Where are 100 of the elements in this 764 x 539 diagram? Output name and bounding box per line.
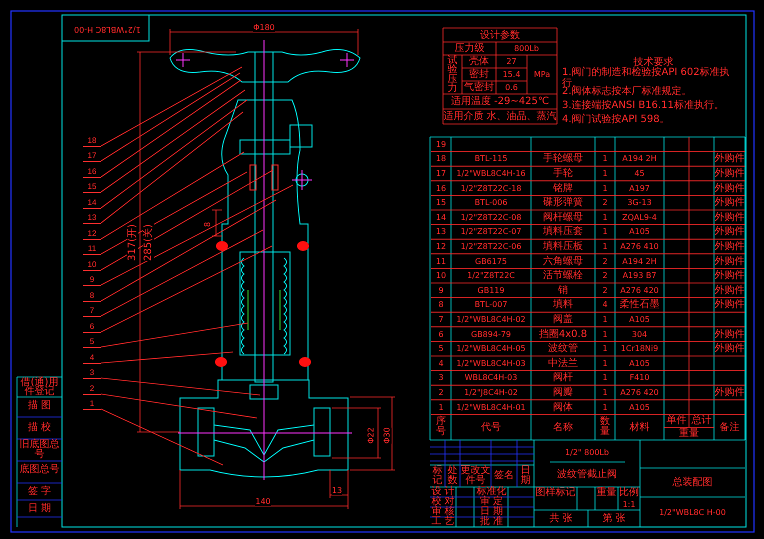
callout-number: 2 <box>83 384 101 395</box>
part-quantity: 1 <box>602 388 608 397</box>
table-heading: 借(通)用件登记 <box>20 378 60 396</box>
part-quantity: 1 <box>602 373 608 382</box>
dimension-text: 8 <box>204 221 212 227</box>
part-quantity: 2 <box>602 198 608 208</box>
part-number: 9 <box>438 286 444 295</box>
part-name: 阀瓣 <box>553 386 573 398</box>
parameter-value: 27 <box>506 57 517 66</box>
part-code: 1/2"WBL8C4H-16 <box>456 168 526 178</box>
part-quantity: 2 <box>602 286 608 295</box>
part-quantity: 1 <box>602 402 608 412</box>
parameter-text: 适用介质 水、油品、蒸汽 <box>443 111 557 122</box>
part-material: 45 <box>634 168 645 178</box>
part-remark: 外购件 <box>714 240 744 252</box>
drawing-number: 1/2"WBL8C H-00 <box>659 508 726 516</box>
leader-line <box>100 200 276 302</box>
title-block-text: 标记 <box>432 466 444 486</box>
part-number: 11 <box>436 256 446 266</box>
callout-number: 8 <box>83 291 101 302</box>
part-name: 铭牌 <box>553 182 573 194</box>
part-quantity: 1 <box>602 184 608 193</box>
part-material: A105 <box>629 314 650 324</box>
part-remark: 外购件 <box>714 270 744 282</box>
part-material: A194 2H <box>622 154 657 164</box>
table-row-label: 旧底图总号 <box>18 440 60 460</box>
callout-number: 17 <box>83 151 101 162</box>
title-block-text: 标准化 <box>476 487 506 497</box>
notes-heading: 技术要求 <box>634 57 674 68</box>
column-header: 材料 <box>630 422 650 433</box>
part-material: A276 410 <box>620 242 659 251</box>
dimension-text: 317(开) <box>126 224 138 260</box>
part-name: 阀杆 <box>553 372 573 384</box>
callout-number: 14 <box>83 198 101 209</box>
part-code: 1/2"Z8T22C-08 <box>460 212 522 222</box>
dimension-text: Φ22 <box>366 426 376 444</box>
part-material: F410 <box>630 373 650 382</box>
part-quantity: 2 <box>602 256 608 266</box>
callout-number: 4 <box>83 353 101 364</box>
callout-number: 16 <box>83 167 101 178</box>
part-code: 1/2"Z8T22C-07 <box>460 227 522 236</box>
part-code: 1/2"WBL8C4H-02 <box>456 314 526 324</box>
column-header: 序号 <box>436 417 446 438</box>
part-material: 柔性石墨 <box>620 299 660 310</box>
callout-number: 9 <box>83 275 101 286</box>
title-block-text: 工 艺 <box>431 517 455 527</box>
part-code: BTL-007 <box>474 300 508 310</box>
parameter-name: 壳体 <box>469 56 489 67</box>
part-remark: 外购件 <box>714 182 744 194</box>
part-number: 16 <box>436 184 446 193</box>
part-code: 1/2"J8C4H-02 <box>464 388 518 397</box>
part-number: 15 <box>436 198 446 208</box>
part-remark: 外购件 <box>714 197 744 208</box>
part-material: A276 420 <box>620 286 659 295</box>
title-block-text: 日 期 <box>480 507 504 517</box>
part-remark: 外购件 <box>714 343 744 354</box>
part-remark: 外购件 <box>714 256 744 267</box>
parameter-name: 密封 <box>469 69 489 80</box>
part-name: 填料 <box>553 299 573 310</box>
parameter-name: 气密封 <box>464 82 494 93</box>
part-name: 中法兰 <box>548 358 578 369</box>
callout-number: 5 <box>83 337 101 348</box>
part-remark: 外购件 <box>714 299 744 310</box>
note-text: 3.连接端按ANSI B16.11标准执行。 <box>562 100 724 111</box>
title-block-text: 审 核 <box>431 507 455 517</box>
part-material: 1Cr18Ni9 <box>620 344 658 354</box>
part-code: GB894-79 <box>470 330 512 339</box>
drawing-title: 总装配图 <box>672 477 712 488</box>
part-number: 5 <box>438 344 444 354</box>
part-name: 填料压板 <box>543 240 583 252</box>
callout-number: 18 <box>83 136 101 147</box>
leader-line <box>100 72 240 162</box>
part-remark: 外购件 <box>714 328 744 340</box>
parameter-value: 15.4 <box>502 70 520 79</box>
part-number: 6 <box>438 330 444 339</box>
leader-line <box>100 112 244 224</box>
part-material: A197 <box>629 184 650 193</box>
part-number: 3 <box>438 373 444 382</box>
part-material: A105 <box>629 358 650 368</box>
part-number: 1 <box>438 402 444 412</box>
drawing-title: 波纹管截止阀 <box>557 468 617 480</box>
part-quantity: 2 <box>602 271 608 280</box>
title-block-text: 比例 <box>619 488 639 498</box>
leader-line <box>100 246 272 332</box>
part-material: A276 420 <box>620 388 659 397</box>
leader-line <box>100 352 234 364</box>
column-header: 备注 <box>720 422 740 433</box>
leader-line <box>100 66 242 146</box>
title-block-text: 日期 <box>520 466 532 486</box>
part-remark: 外购件 <box>714 226 744 238</box>
title-block-text: 审 定 <box>480 497 504 507</box>
part-code: 1/2"WBL8C4H-01 <box>456 402 526 412</box>
title-block-text: 处数 <box>448 466 458 486</box>
title-block-text: 设 计 <box>431 487 455 497</box>
part-number: 14 <box>436 212 446 222</box>
part-quantity: 1 <box>602 227 608 236</box>
part-name: 活节螺栓 <box>543 270 583 282</box>
column-header: 单件 <box>666 415 686 426</box>
leader-line <box>100 152 244 240</box>
callout-number: 1 <box>83 399 101 410</box>
